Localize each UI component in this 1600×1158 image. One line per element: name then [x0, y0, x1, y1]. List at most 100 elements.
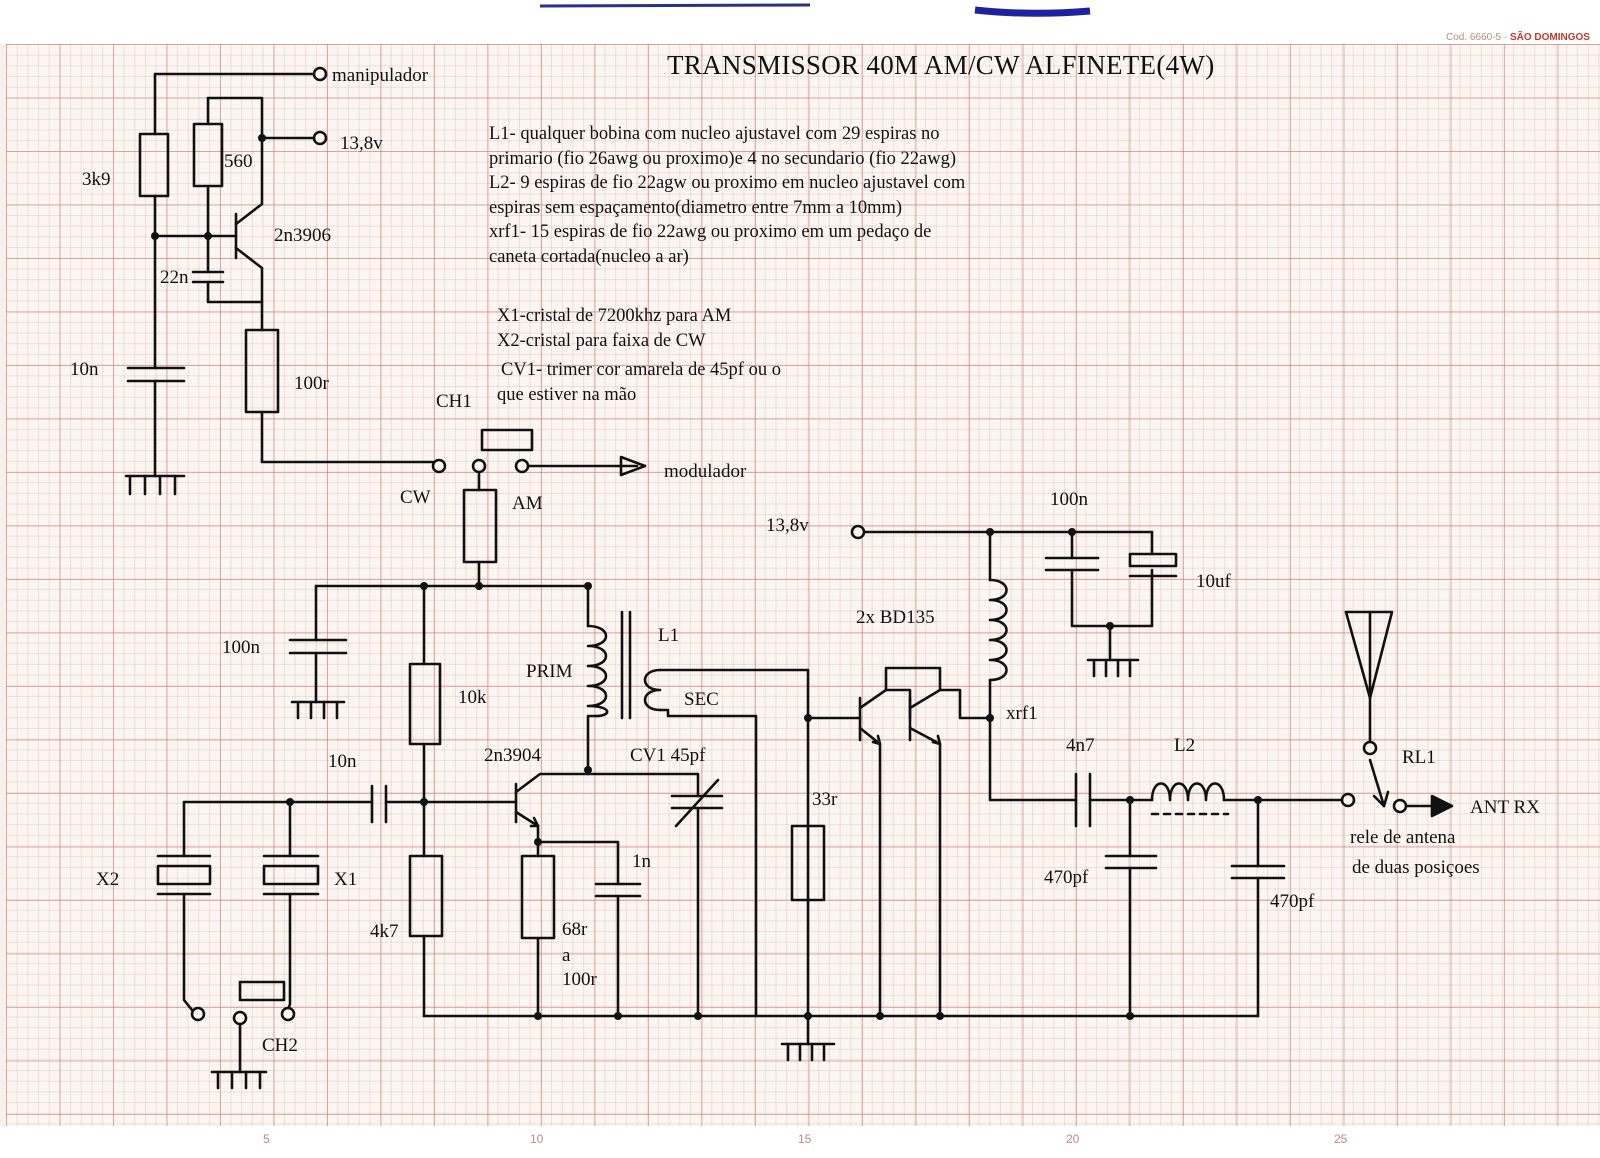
label-13v8-top: 13,8v [340, 133, 383, 154]
resistor-33r [790, 824, 826, 902]
pen-mark [539, 3, 811, 8]
arrow-modulador [619, 455, 647, 477]
note-line: espiras sem espaçamento(diametro entre 7… [489, 197, 903, 218]
resistor-560 [192, 122, 224, 188]
sheet-code-brand: SÃO DOMINGOS [1509, 32, 1590, 43]
note-line: L2- 9 espiras de fio 22agw ou proximo em… [489, 173, 966, 193]
label-l1: L1 [658, 625, 680, 646]
resistor-100r [244, 328, 280, 414]
label-100n-left: 100n [222, 637, 260, 658]
terminal-ch2-x2 [190, 1006, 206, 1022]
scale-mark: 10 [530, 1132, 544, 1146]
label-2n3904: 2n3904 [484, 745, 541, 766]
terminal-manipulador [312, 66, 328, 82]
label-68r: 68r [562, 919, 588, 940]
scale-mark: 20 [1066, 1132, 1080, 1146]
coil-l1-sec [643, 668, 662, 712]
coil-notes: L1- qualquer bobina com nucleo ajustavel… [489, 122, 965, 269]
label-4k7: 4k7 [370, 921, 399, 942]
note-line: xrf1- 15 espiras de fio 22awg ou proximo… [489, 222, 932, 242]
label-33r: 33r [812, 789, 838, 810]
label-modulador: modulador [664, 461, 747, 482]
label-relay-desc-1: rele de antena [1350, 827, 1456, 848]
resistor-10k [408, 662, 442, 746]
terminal-ch1-common [471, 458, 487, 474]
label-470pf-2: 470pf [1270, 891, 1315, 912]
label-68r-100r: 100r [562, 969, 597, 990]
coil-l1-prim [586, 624, 609, 718]
resistor-4k7 [408, 854, 444, 938]
label-22n: 22n [160, 267, 189, 288]
label-68r-a: a [562, 945, 571, 966]
trimmer-cv1-arrow [674, 778, 720, 828]
label-ch1: CH1 [436, 391, 472, 412]
label-4n7: 4n7 [1066, 735, 1095, 756]
pen-mark [974, 6, 1091, 17]
label-relay-desc-2: de duas posiçoes [1352, 857, 1480, 878]
label-ch2: CH2 [262, 1035, 298, 1056]
choke-xrf1 [988, 578, 1008, 682]
capacitor-10uf-plate [1128, 552, 1178, 568]
scale-mark: 5 [263, 1132, 270, 1146]
page-title: TRANSMISSOR 40M AM/CW ALFINETE(4W) [667, 50, 1215, 80]
label-10uf: 10uf [1196, 571, 1231, 592]
note-line: CV1- trimer cor amarela de 45pf ou o [501, 360, 781, 380]
note-line: X2-cristal para faixa de CW [497, 330, 706, 351]
label-100r: 100r [294, 373, 329, 394]
terminal-ch1-cw [431, 458, 447, 474]
terminal-rl1-common [1362, 740, 1378, 756]
scale-mark: 15 [798, 1132, 812, 1146]
resistor-ch1 [462, 488, 498, 564]
cv-notes: CV1- trimer cor amarela de 45pf ou o que… [497, 358, 781, 407]
crystal-notes: X1-cristal de 7200khz para AM X2-cristal… [497, 304, 731, 353]
label-sec: SEC [684, 689, 719, 710]
coil-l2 [1150, 782, 1226, 802]
label-470pf-1: 470pf [1044, 867, 1089, 888]
note-line: que estiver na mão [497, 384, 637, 405]
crystal-x2 [156, 864, 212, 886]
scan-edge [0, 0, 1600, 44]
terminal-ch2-x1 [280, 1006, 296, 1022]
label-560: 560 [224, 151, 253, 172]
label-1n: 1n [632, 851, 651, 872]
crystal-x1 [262, 864, 320, 886]
label-ant-rx: ANT RX [1470, 797, 1540, 818]
label-10n-top: 10n [70, 359, 99, 380]
label-cw: CW [400, 487, 431, 508]
label-cv1: CV1 45pf [630, 745, 706, 766]
terminal-ch2-common [232, 1010, 248, 1026]
terminal-rl1-in [1340, 792, 1356, 808]
label-x1: X1 [334, 869, 358, 890]
switch-ch2-lever [238, 980, 286, 1002]
label-bd135: 2x BD135 [856, 607, 935, 628]
label-2n3906: 2n3906 [274, 225, 331, 246]
scale-mark: 25 [1334, 1132, 1348, 1146]
note-line: primario (fio 26awg ou proximo)e 4 no se… [489, 148, 956, 169]
resistor-3k9 [138, 132, 170, 198]
label-3k9: 3k9 [82, 169, 111, 190]
resistor-68r [520, 854, 556, 940]
sheet-code-prefix: Cod. 6660-5 - [1446, 32, 1508, 43]
label-manipulador: manipulador [332, 65, 429, 86]
switch-ch1-lever [480, 428, 534, 452]
label-l2: L2 [1174, 735, 1196, 756]
note-line: caneta cortada(nucleo a ar) [489, 246, 689, 267]
terminal-13v8-mid [850, 524, 866, 540]
label-prim: PRIM [526, 661, 573, 682]
note-line: X1-cristal de 7200khz para AM [497, 306, 732, 326]
label-rl1: RL1 [1402, 747, 1436, 768]
label-10k: 10k [458, 687, 487, 708]
label-am: AM [512, 493, 543, 514]
graph-paper-grid [6, 44, 1600, 1126]
label-xrf1: xrf1 [1006, 703, 1038, 724]
terminal-rl1-out [1392, 798, 1408, 814]
sheet-code: Cod. 6660-5 - SÃO DOMINGOS [1446, 32, 1590, 43]
note-line: L1- qualquer bobina com nucleo ajustavel… [489, 124, 940, 144]
scan-edge-bottom [0, 1126, 1600, 1158]
label-10n-mid: 10n [328, 751, 357, 772]
label-13v8-mid: 13,8v [766, 515, 809, 536]
terminal-13v8-top [312, 130, 328, 146]
terminal-ch1-am [514, 458, 530, 474]
